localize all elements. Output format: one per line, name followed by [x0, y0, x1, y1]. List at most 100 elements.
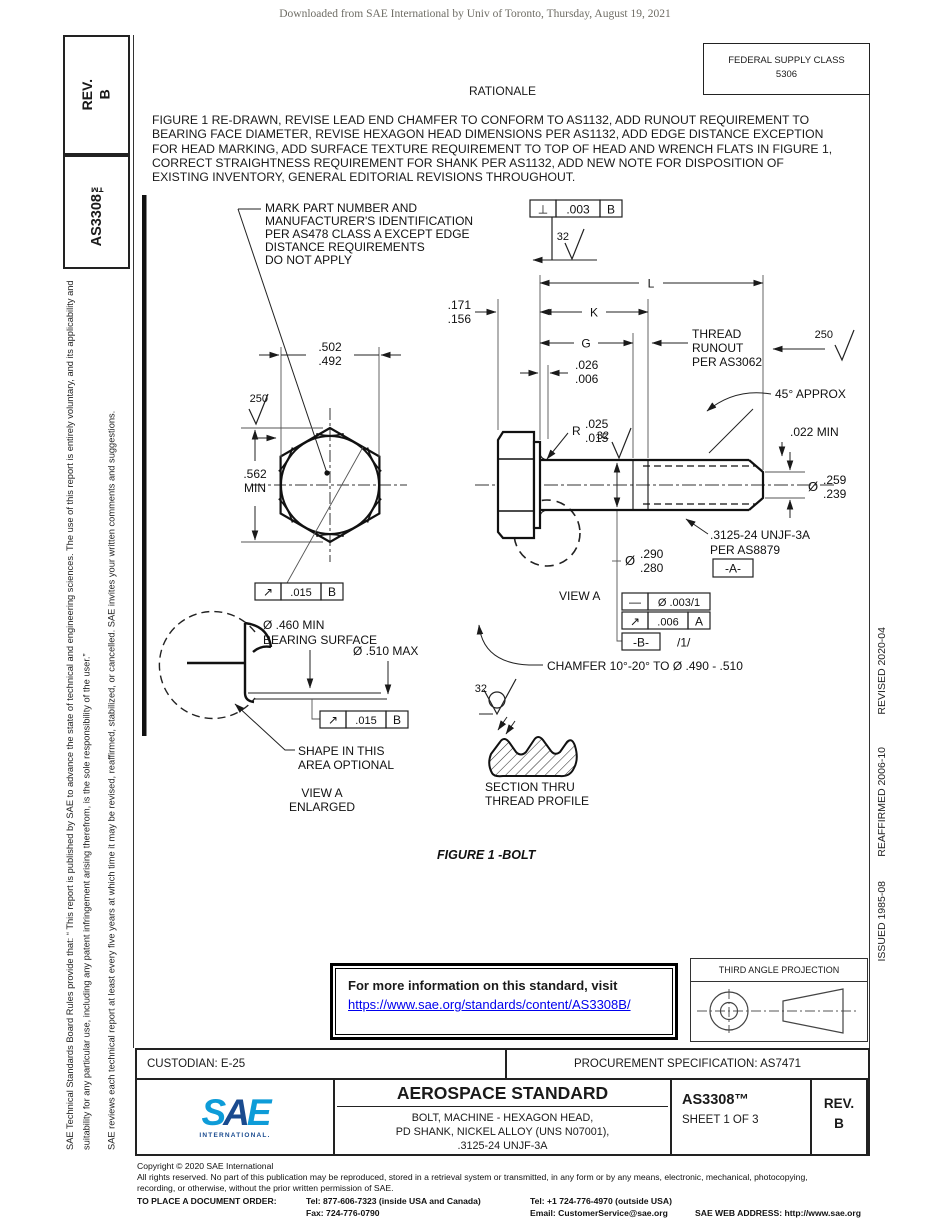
shank-max: .290	[640, 547, 664, 561]
fsc-label: FEDERAL SUPPLY CLASS	[728, 55, 845, 66]
angle-note: 45° APPROX	[775, 387, 846, 401]
runout-datum: A	[695, 615, 703, 629]
fax-line: Fax: 724-776-0790	[306, 1208, 380, 1218]
lead-max: .259	[823, 473, 847, 487]
head-height-max: .171	[448, 298, 472, 312]
surface-finish-icon	[611, 427, 632, 460]
perpendicularity-fcf	[529, 199, 623, 264]
sae-logo-a: A	[223, 1092, 250, 1134]
fillet-radius-callout: R .025 .015	[546, 417, 609, 460]
rights-line-2: recording, or otherwise, without the pri…	[137, 1183, 394, 1193]
standard-subtitle-1: BOLT, MACHINE - HEXAGON HEAD,	[411, 1112, 594, 1124]
sheet-number: SHEET 1 OF 3	[682, 1114, 759, 1126]
sae-logo-e: E	[246, 1092, 272, 1134]
rev-value: B	[834, 1116, 844, 1132]
thread-profile-section	[479, 678, 578, 778]
fsc-value: 5306	[775, 69, 798, 81]
bearing-note-2: BEARING SURFACE	[263, 633, 377, 647]
more-info-box: For more information on this standard, v…	[330, 963, 678, 1040]
thread-spec-leader	[685, 518, 709, 535]
datum-a-box	[712, 558, 754, 578]
head-height-min: .156	[448, 312, 472, 326]
dim-K: K	[590, 306, 598, 320]
shank-fcf-stack	[616, 561, 711, 651]
lead-min: .239	[823, 487, 847, 501]
runout-tol: .015	[355, 715, 376, 727]
rights-line-1: All rights reserved. No part of this pub…	[137, 1172, 808, 1182]
view-a-enlarged	[158, 610, 409, 751]
hex-runout-fcf	[254, 582, 344, 601]
sidebar-doc-number: AS3308™	[88, 177, 105, 247]
tel-inside: Tel: 877-606-7323 (inside USA and Canada…	[306, 1196, 481, 1206]
washer-max: .026	[575, 358, 599, 372]
thread-spec: .3125-24 UNJF-3A	[710, 528, 810, 542]
angle-leader-arc	[706, 392, 772, 412]
datum-b: -B-	[633, 636, 649, 650]
chamfer-note-leader	[476, 624, 543, 666]
custodian-cell: CUSTODIAN: E-25	[137, 1050, 507, 1078]
third-angle-projection-icon	[697, 988, 859, 1034]
sae-logo-subtext: INTERNATIONAL.	[199, 1131, 271, 1139]
mark-note-callout	[237, 208, 330, 476]
tel-outside: Tel: +1 724-776-4970 (outside USA)	[530, 1196, 672, 1206]
runout-icon: ↗	[328, 713, 338, 727]
finish-250-lead: 250	[815, 329, 833, 341]
dim-L-bg	[639, 275, 663, 290]
figure-caption: FIGURE 1 -BOLT	[437, 848, 537, 862]
runout-datum: B	[393, 713, 401, 727]
sae-logo: SAE INTERNATIONAL.	[137, 1080, 335, 1154]
title-block-rev: REV. B	[812, 1080, 868, 1154]
mark-note-line2: MANUFACTURER'S IDENTIFICATION	[265, 214, 473, 228]
lead-dia-dimension: Ø .259 .239	[786, 452, 847, 518]
sidebar-rev-box: REV. B	[63, 35, 130, 155]
datum-a: -A-	[725, 562, 741, 576]
hex-head-top-view	[241, 347, 407, 584]
sidebar-doc-number-box: AS3308™	[63, 155, 130, 269]
chamfer-min: .022 MIN	[790, 425, 839, 439]
sheet-right-border	[869, 43, 870, 1048]
mark-note-line3: PER AS478 CLASS A EXCEPT EDGE	[265, 227, 470, 241]
dia-max-note: Ø .510 MAX	[353, 644, 418, 658]
more-info-text: For more information on this standard, v…	[348, 978, 618, 993]
standard-subtitle-2: PD SHANK, NICKEL ALLOY (UNS N07001),	[395, 1126, 610, 1139]
mark-note-line5: DO NOT APPLY	[265, 253, 352, 267]
revision-history-revised: REVISED 2020-04	[876, 627, 888, 715]
section-note-2: THREAD PROFILE	[485, 794, 589, 808]
runout-icon: ↗	[263, 585, 273, 599]
fillet-max: .025	[585, 417, 609, 431]
straightness-icon: —	[629, 595, 641, 609]
dim-G-bg	[574, 335, 598, 350]
dim-G: G	[581, 337, 590, 351]
runout-tol: .015	[290, 587, 311, 599]
legal-paragraph-2: SAE reviews each technical report at lea…	[106, 410, 117, 1150]
title-block-center: AEROSPACE STANDARD BOLT, MACHINE - HEXAG…	[335, 1080, 672, 1154]
standard-link[interactable]: https://www.sae.org/standards/content/AS…	[348, 997, 631, 1012]
email-line: Email: CustomerService@sae.org	[530, 1208, 668, 1218]
sidebar-rev-label: REV. B	[79, 79, 113, 111]
copyright-line: Copyright © 2020 SAE International	[137, 1161, 274, 1171]
figure-1-drawing: MARK PART NUMBER AND MANUFACTURER'S IDEN…	[142, 195, 855, 862]
perpendicularity-icon: ⊥	[538, 203, 548, 217]
shank-dia-dimension: Ø .290 .280	[612, 462, 664, 575]
standard-type-title: AEROSPACE STANDARD	[337, 1080, 668, 1107]
corners-min: MIN	[244, 481, 266, 495]
revision-history-reaffirmed: REAFFIRMED 2006-10	[876, 747, 888, 857]
web-line: SAE WEB ADDRESS: http://www.sae.org	[695, 1208, 861, 1218]
rationale-text: FIGURE 1 RE-DRAWN, REVISE LEAD END CHAMF…	[152, 113, 833, 185]
custodian-row: CUSTODIAN: E-25 PROCUREMENT SPECIFICATIO…	[135, 1048, 870, 1078]
bolt-side-view	[475, 430, 835, 540]
thread-runout-line3: PER AS3062	[692, 355, 762, 369]
sheet-left-border	[133, 35, 134, 1048]
finish-32-shank: 32	[597, 430, 609, 442]
view-a-enlarged-label2: ENLARGED	[289, 800, 355, 814]
bearing-note-1: Ø .460 MIN	[263, 618, 324, 632]
order-label: TO PLACE A DOCUMENT ORDER:	[137, 1196, 277, 1206]
view-a-label: VIEW A	[559, 589, 600, 603]
thread-runout-line2: RUNOUT	[692, 341, 744, 355]
fillet-r: R	[572, 424, 581, 438]
flats-min: .492	[318, 354, 342, 368]
chamfer-note: CHAMFER 10°-20° TO Ø .490 - .510	[547, 659, 743, 673]
surface-finish-icon	[834, 329, 855, 362]
dia-icon: Ø	[808, 479, 818, 494]
shape-note-2: AREA OPTIONAL	[298, 758, 394, 772]
